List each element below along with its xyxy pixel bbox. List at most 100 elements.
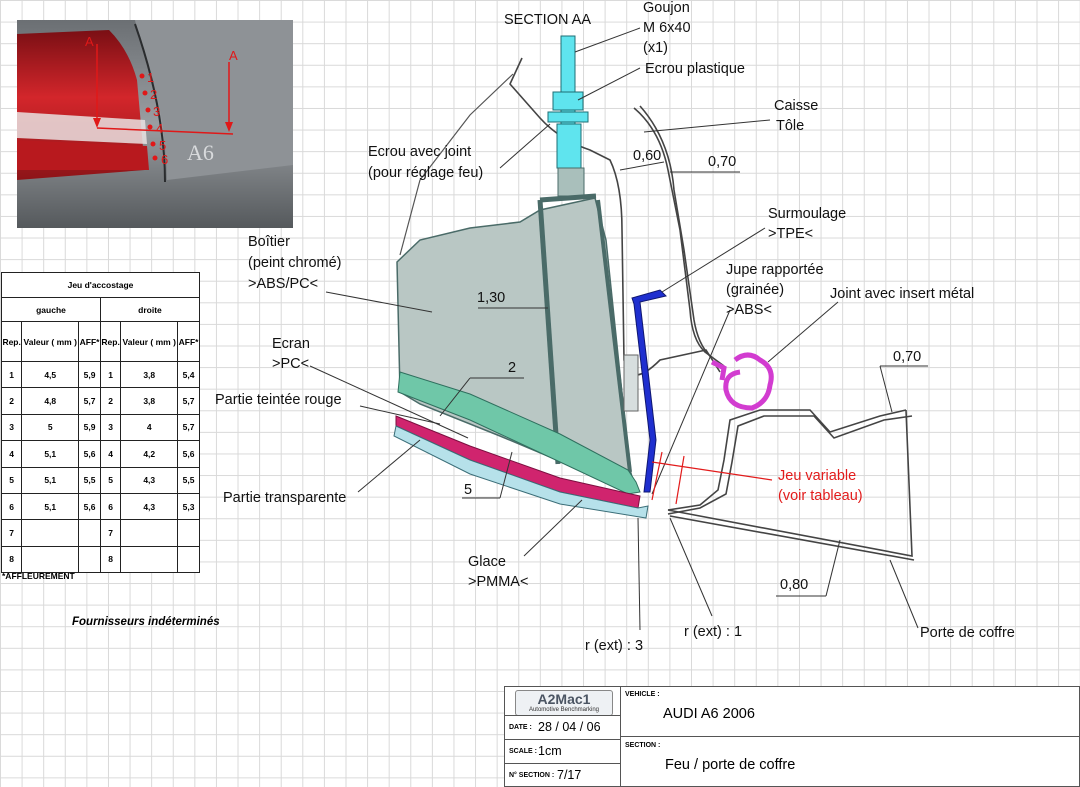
partie-transparente-label: Partie transparente xyxy=(223,490,346,506)
jeu-variable-label-1: Jeu variable xyxy=(778,468,856,484)
cell: 6 xyxy=(0,492,23,521)
seal-joint xyxy=(710,352,774,411)
dim-060: 0,60 xyxy=(633,148,661,164)
suppliers-note: Fournisseurs indéterminés xyxy=(72,616,220,628)
caisse-label-1: Caisse xyxy=(774,98,818,114)
gap-table: Jeu d'accostage gauche droite Rep. Valeu… xyxy=(0,272,201,574)
cell: 3,8 xyxy=(120,360,179,389)
cell xyxy=(177,519,200,547)
ecran-label-2: >PC< xyxy=(272,356,309,372)
boitier-label-1: Boîtier xyxy=(248,234,290,250)
scale-label: SCALE : xyxy=(509,748,537,755)
logo-subtitle: Automotive Benchmarking xyxy=(528,707,600,713)
cell: 5,7 xyxy=(177,413,200,442)
cell: 5 xyxy=(0,466,23,494)
cell: 2 xyxy=(99,387,122,415)
jupe-label-3: >ABS< xyxy=(726,302,772,318)
glace-label-1: Glace xyxy=(468,554,506,570)
cell: 7 xyxy=(0,519,23,547)
col-rep-right: Rep. xyxy=(99,321,122,362)
section-label: SECTION : xyxy=(625,742,661,749)
ecrou-plastique-label: Ecrou plastique xyxy=(645,61,745,77)
section-cell: SECTION : Feu / porte de coffre xyxy=(621,737,1079,786)
ecrou-joint-label-2: (pour réglage feu) xyxy=(368,165,483,181)
cell xyxy=(120,519,179,547)
cell xyxy=(177,545,200,574)
vehicle-cell: VEHICLE : AUDI A6 2006 xyxy=(621,687,1079,737)
cell: 5,4 xyxy=(177,360,200,389)
section-value: Feu / porte de coffre xyxy=(665,757,796,773)
cell xyxy=(78,545,101,574)
screen-layer xyxy=(397,371,641,495)
cell: 5,6 xyxy=(177,440,200,468)
cell: 1 xyxy=(0,360,23,389)
cell xyxy=(78,519,101,547)
cell: 6 xyxy=(99,492,122,521)
cell: 5 xyxy=(99,466,122,494)
photo-point-6: 6 xyxy=(161,152,168,167)
surmoulage-label-1: Surmoulage xyxy=(768,206,846,222)
table-footnote: *AFFLEUREMENT xyxy=(2,571,75,581)
clear-lens-part xyxy=(393,425,649,519)
joint-insert-label: Joint avec insert métal xyxy=(830,286,974,302)
boitier-label-3: >ABS/PC< xyxy=(248,276,318,292)
cell: 5,6 xyxy=(78,492,101,521)
gap-table-left-group: gauche xyxy=(1,297,101,322)
goujon-label-1: Goujon xyxy=(643,0,690,16)
photo-point-5: 5 xyxy=(159,138,166,153)
gap-table-title: Jeu d'accostage xyxy=(1,272,200,298)
r-ext-1-label: r (ext) : 1 xyxy=(684,624,742,640)
cell: 4,8 xyxy=(21,387,80,415)
photo-point-2: 2 xyxy=(150,87,157,102)
cell: 4 xyxy=(0,440,23,468)
cell: 5,1 xyxy=(21,440,80,468)
vehicle-value: AUDI A6 2006 xyxy=(663,706,755,722)
cell: 7 xyxy=(99,519,122,547)
partie-rouge-label: Partie teintée rouge xyxy=(215,392,342,408)
cell: 3 xyxy=(0,413,23,442)
dim-2: 2 xyxy=(508,360,516,376)
cell: 4,5 xyxy=(21,360,80,389)
col-aff-left: AFF* xyxy=(78,321,101,362)
date-value: 28 / 04 / 06 xyxy=(538,720,601,734)
dim-080: 0,80 xyxy=(780,577,808,593)
gap-callout xyxy=(651,451,773,505)
cell: 3 xyxy=(99,413,122,442)
dim-130: 1,30 xyxy=(477,290,505,306)
vehicle-label: VEHICLE : xyxy=(625,691,660,698)
cell: 8 xyxy=(99,545,122,574)
glace-label-2: >PMMA< xyxy=(468,574,528,590)
cell: 4,3 xyxy=(120,466,179,494)
cell: 5,1 xyxy=(21,492,80,521)
cell: 5,6 xyxy=(78,440,101,468)
lamp-housing xyxy=(396,197,638,492)
trunk-door xyxy=(667,409,915,561)
skirt-jupe xyxy=(631,289,667,493)
col-valeur-right: Valeur ( mm ) xyxy=(120,321,179,362)
date-label: DATE : xyxy=(509,724,532,731)
goujon-label-3: (x1) xyxy=(643,40,668,56)
cell: 2 xyxy=(0,387,23,415)
col-aff-right: AFF* xyxy=(177,321,200,362)
cell: 4,3 xyxy=(120,492,179,521)
boitier-label-2: (peint chromé) xyxy=(248,255,341,271)
jeu-variable-label-2: (voir tableau) xyxy=(778,488,863,504)
cell: 5,9 xyxy=(78,413,101,442)
logo-text: A2Mac1 xyxy=(537,691,591,707)
cell: 5 xyxy=(21,413,80,442)
section-num-value: 7/17 xyxy=(557,768,582,782)
col-valeur-left: Valeur ( mm ) xyxy=(21,321,80,362)
cell: 4 xyxy=(99,440,122,468)
cell: 3,8 xyxy=(120,387,179,415)
cell xyxy=(120,545,179,574)
title-block-left: A2Mac1 Automotive Benchmarking DATE : 28… xyxy=(505,687,621,786)
section-num-label: N° SECTION : xyxy=(509,772,555,779)
